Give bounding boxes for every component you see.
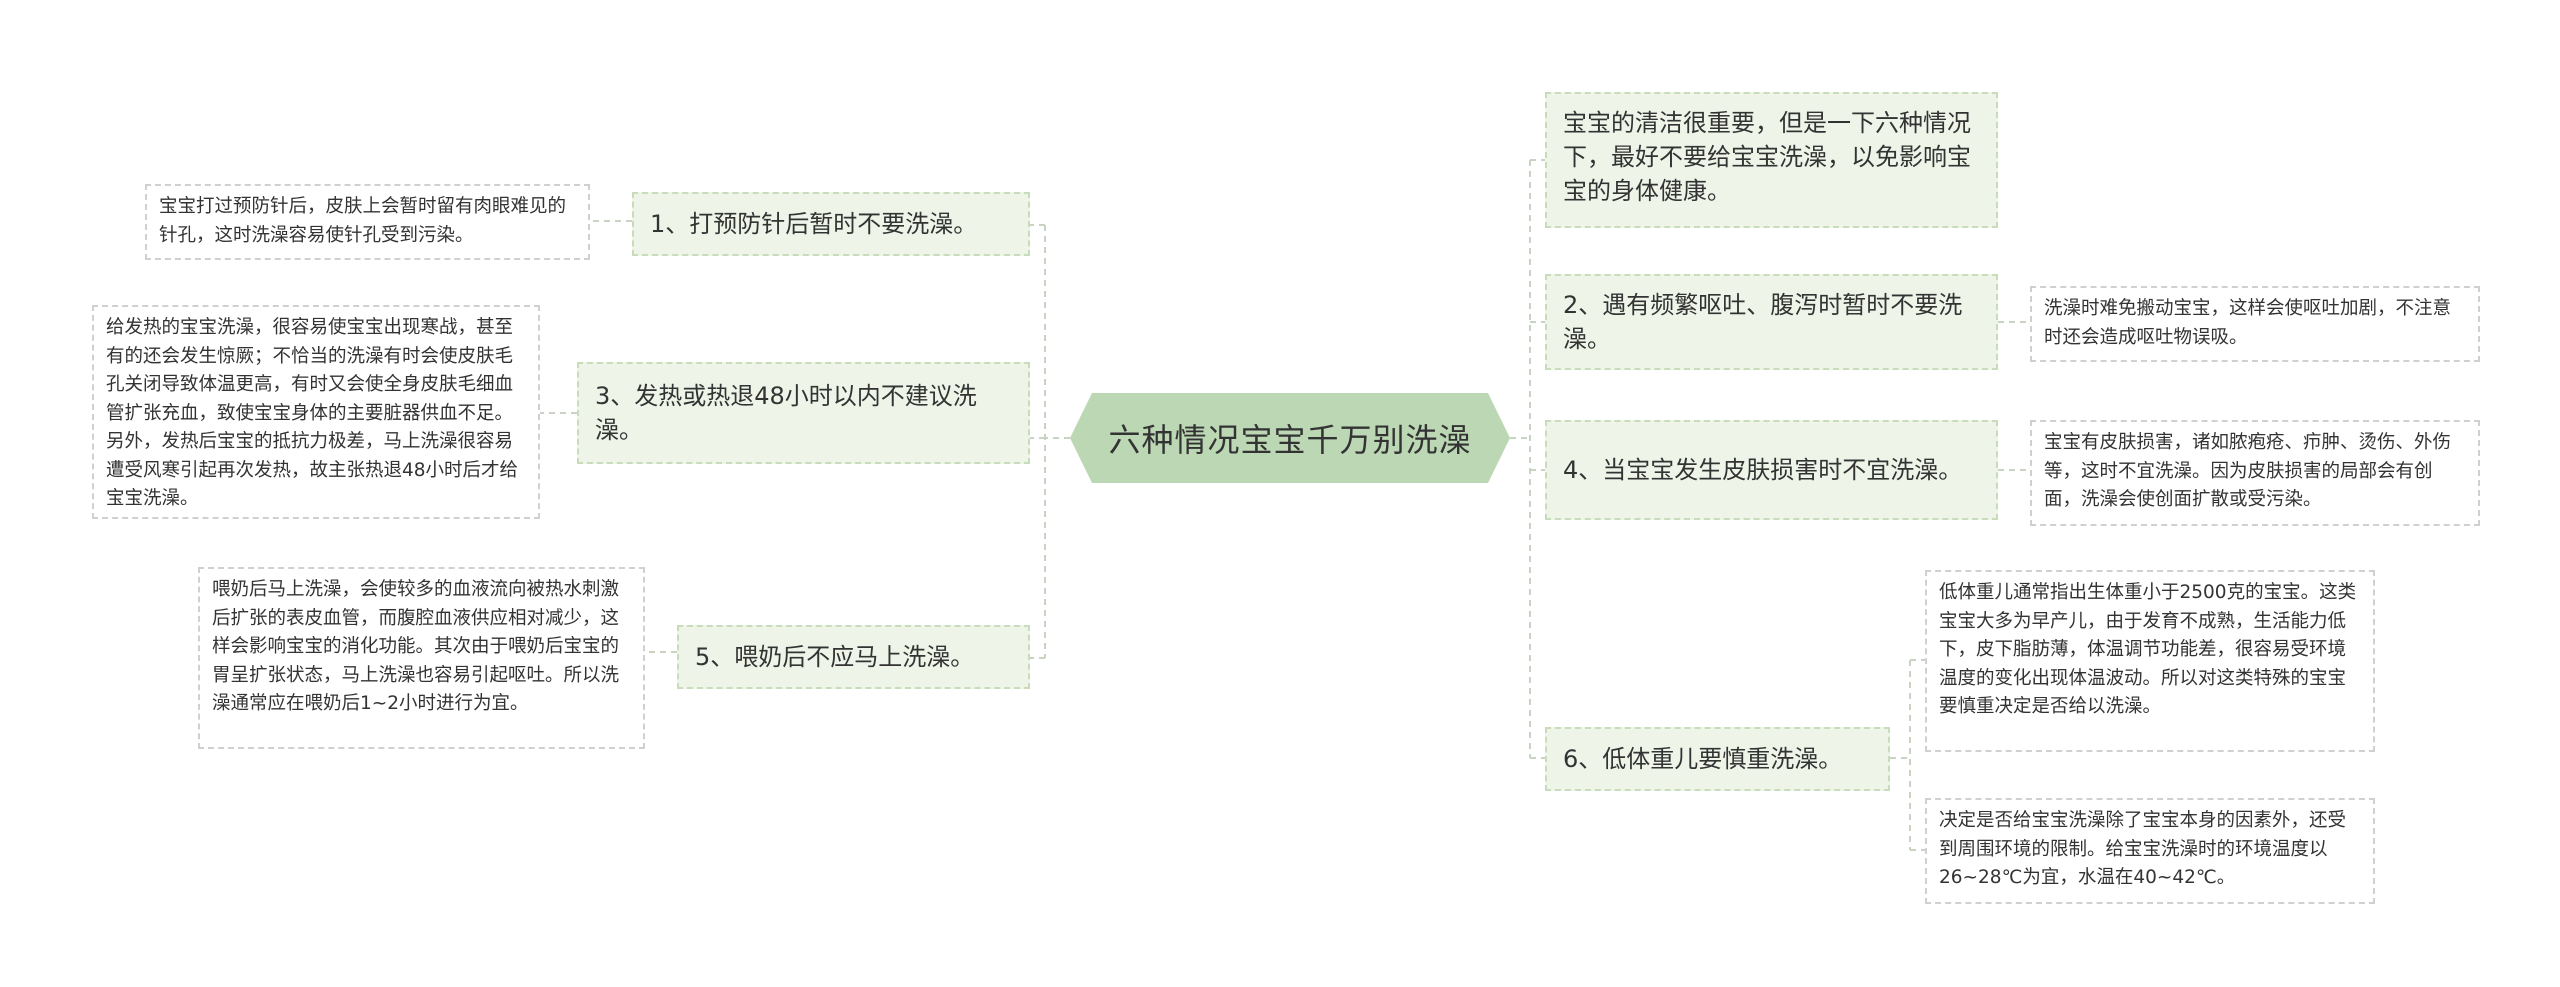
- note-topic-4[interactable]: 宝宝有皮肤损害，诸如脓疱疮、疖肿、烫伤、外伤等，这时不宜洗澡。因为皮肤损害的局部…: [2030, 420, 2480, 526]
- note-topic-6-b[interactable]: 决定是否给宝宝洗澡除了宝宝本身的因素外，还受到周围环境的限制。给宝宝洗澡时的环境…: [1925, 798, 2375, 904]
- note-topic-5-text: 喂奶后马上洗澡，会使较多的血液流向被热水刺激后扩张的表皮血管，而腹腔血液供应相对…: [212, 579, 620, 714]
- topic-6-label: 6、低体重儿要慎重洗澡。: [1563, 745, 1843, 773]
- connector-left-trunk: [1044, 225, 1070, 658]
- connector-note-6: [1890, 659, 1925, 851]
- connector-right-trunk: [1510, 160, 1531, 758]
- note-topic-4-text: 宝宝有皮肤损害，诸如脓疱疮、疖肿、烫伤、外伤等，这时不宜洗澡。因为皮肤损害的局部…: [2044, 432, 2452, 510]
- topic-6-low-birth-weight[interactable]: 6、低体重儿要慎重洗澡。: [1545, 727, 1890, 791]
- note-topic-6-a[interactable]: 低体重儿通常指出生体重小于2500克的宝宝。这类宝宝大多为早产儿，由于发育不成熟…: [1925, 570, 2375, 752]
- note-topic-5[interactable]: 喂奶后马上洗澡，会使较多的血液流向被热水刺激后扩张的表皮血管，而腹腔血液供应相对…: [198, 567, 645, 749]
- note-topic-3[interactable]: 给发热的宝宝洗澡，很容易使宝宝出现寒战，甚至有的还会发生惊厥；不恰当的洗澡有时会…: [92, 305, 540, 519]
- topic-2-vomiting[interactable]: 2、遇有频繁呕吐、腹泻时暂时不要洗澡。: [1545, 274, 1998, 370]
- topic-3-fever[interactable]: 3、发热或热退48小时以内不建议洗澡。: [577, 362, 1030, 464]
- topic-4-label: 4、当宝宝发生皮肤损害时不宜洗澡。: [1563, 456, 1963, 484]
- note-topic-3-text: 给发热的宝宝洗澡，很容易使宝宝出现寒战，甚至有的还会发生惊厥；不恰当的洗澡有时会…: [106, 317, 519, 509]
- topic-intro-label: 宝宝的清洁很重要，但是一下六种情况下，最好不要给宝宝洗澡，以免影响宝宝的身体健康…: [1563, 109, 1971, 205]
- note-topic-6-a-text: 低体重儿通常指出生体重小于2500克的宝宝。这类宝宝大多为早产儿，由于发育不成熟…: [1939, 582, 2357, 717]
- topic-5-feeding[interactable]: 5、喂奶后不应马上洗澡。: [677, 625, 1030, 689]
- topic-4-skin[interactable]: 4、当宝宝发生皮肤损害时不宜洗澡。: [1545, 420, 1998, 520]
- topic-3-label: 3、发热或热退48小时以内不建议洗澡。: [595, 382, 977, 444]
- note-topic-2-text: 洗澡时难免搬动宝宝，这样会使呕吐加剧，不注意时还会造成呕吐物误吸。: [2044, 298, 2452, 348]
- topic-1-label: 1、打预防针后暂时不要洗澡。: [650, 210, 978, 238]
- topic-5-label: 5、喂奶后不应马上洗澡。: [695, 643, 975, 671]
- central-topic-label: 六种情况宝宝千万别洗澡: [1108, 421, 1472, 459]
- note-topic-1[interactable]: 宝宝打过预防针后，皮肤上会暂时留有肉眼难见的针孔，这时洗澡容易使针孔受到污染。: [145, 184, 590, 260]
- topic-2-label: 2、遇有频繁呕吐、腹泻时暂时不要洗澡。: [1563, 291, 1963, 353]
- topic-1-vaccination[interactable]: 1、打预防针后暂时不要洗澡。: [632, 192, 1030, 256]
- note-topic-6-b-text: 决定是否给宝宝洗澡除了宝宝本身的因素外，还受到周围环境的限制。给宝宝洗澡时的环境…: [1939, 810, 2347, 888]
- central-topic[interactable]: 六种情况宝宝千万别洗澡: [1070, 393, 1510, 483]
- note-topic-1-text: 宝宝打过预防针后，皮肤上会暂时留有肉眼难见的针孔，这时洗澡容易使针孔受到污染。: [159, 196, 567, 246]
- topic-intro[interactable]: 宝宝的清洁很重要，但是一下六种情况下，最好不要给宝宝洗澡，以免影响宝宝的身体健康…: [1545, 92, 1998, 228]
- note-topic-2[interactable]: 洗澡时难免搬动宝宝，这样会使呕吐加剧，不注意时还会造成呕吐物误吸。: [2030, 286, 2480, 362]
